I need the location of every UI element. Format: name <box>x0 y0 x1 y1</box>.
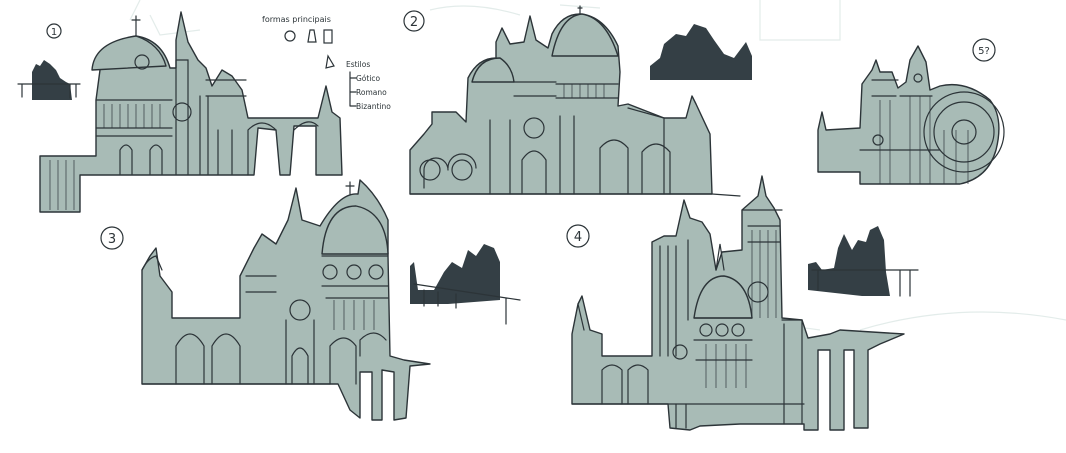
sketch-5-number: 5? <box>972 38 996 62</box>
sketch-3-number: 3 <box>100 226 124 250</box>
sketch-4-cathedral: 4 <box>566 175 919 431</box>
number-label: 3 <box>108 232 116 247</box>
sketch-2-number: 2 <box>403 10 425 32</box>
estilos-line-1: Estilos <box>346 60 370 69</box>
estilos-line-3: Romano <box>356 88 387 97</box>
sketch-5-cathedral: 5? <box>817 38 1005 185</box>
sketch-1-cathedral: 1 <box>17 11 343 213</box>
estilos-line-4: Bizantino <box>356 102 391 111</box>
sketch-1-silhouette <box>17 60 81 100</box>
sketch-4-number: 4 <box>566 224 590 248</box>
sketch-3-cathedral: 3 <box>100 179 521 421</box>
sketch-2-cathedral: 2 <box>403 5 752 197</box>
sketch-notes: formas principais Estilos Gótico Romano … <box>262 15 391 111</box>
estilos-line-2: Gótico <box>356 74 381 83</box>
number-label: 2 <box>410 15 418 30</box>
formas-title: formas principais <box>262 15 331 24</box>
sketch-2-silhouette <box>650 24 752 80</box>
sketch-1-number: 1 <box>46 23 62 39</box>
number-label: 4 <box>574 230 582 245</box>
sketch-4-silhouette <box>808 226 919 297</box>
number-label: 5? <box>978 46 990 57</box>
sketch-3-silhouette <box>410 244 521 325</box>
number-label: 1 <box>51 27 57 38</box>
